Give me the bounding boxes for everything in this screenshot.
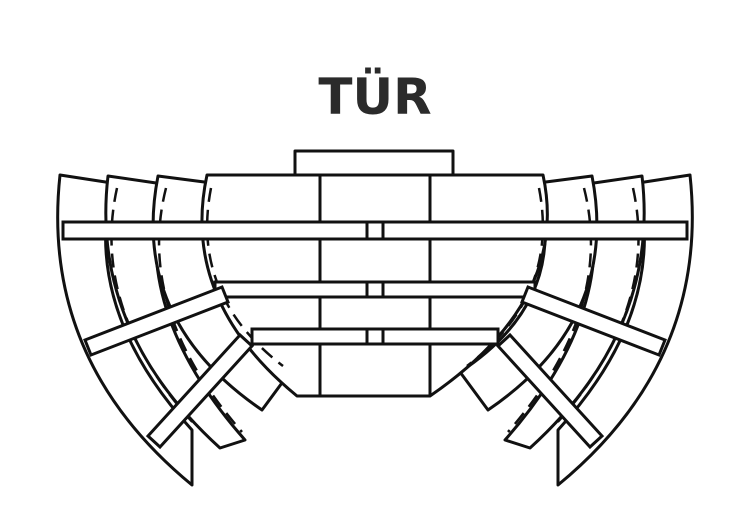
left-diagonal-bar-lower xyxy=(145,332,255,450)
bar-connector-2 xyxy=(365,280,385,299)
right-diagonal-bar-upper xyxy=(520,285,667,357)
right-diagonal-bar-lower xyxy=(495,332,605,450)
right-dashed-arc-1 xyxy=(554,187,640,426)
left-diagonal-bar-upper xyxy=(83,285,230,357)
door-label: TÜR xyxy=(318,68,432,126)
bar-connector-1 xyxy=(365,220,385,241)
top-block xyxy=(293,149,455,177)
left-dashed-arc-1 xyxy=(110,187,196,426)
bar-connector-3 xyxy=(365,327,385,346)
